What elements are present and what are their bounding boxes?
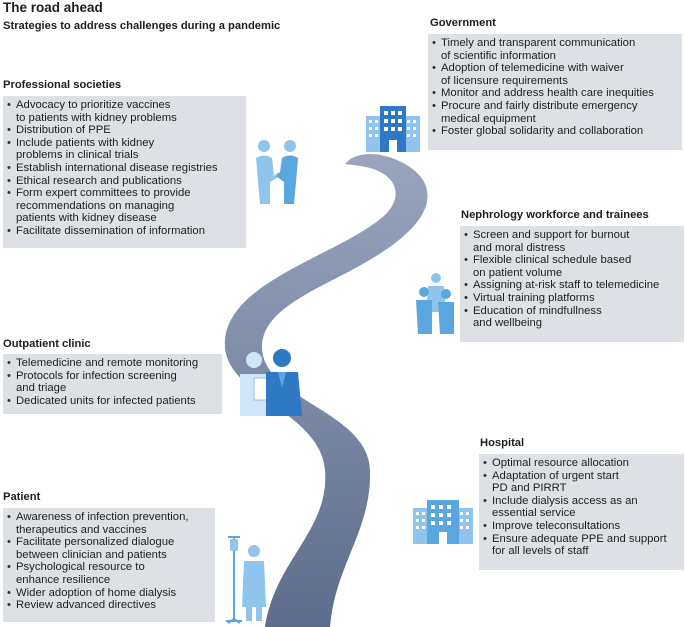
list-item: Adoption of telemedicine with waiver of … <box>431 62 676 87</box>
list-item: Review advanced directives <box>6 599 209 612</box>
clinician-patient-icon <box>240 349 302 416</box>
handshake-icon <box>256 140 298 204</box>
list-item: Form expert committees to provide recomm… <box>6 187 240 225</box>
patient-iv-stand-icon <box>226 536 266 624</box>
list-item: Establish international disease registri… <box>6 162 240 175</box>
list-item: Flexible clinical schedule based on pati… <box>463 254 678 279</box>
list-item: Timely and transparent communication of … <box>431 37 676 62</box>
government-building-icon <box>366 106 420 152</box>
list-item: Dedicated units for infected patients <box>6 395 216 408</box>
nephrology-workforce-box: Screen and support for burnout and moral… <box>460 226 684 342</box>
list-item: Virtual training platforms <box>463 292 678 305</box>
page-title: The road ahead <box>3 0 103 15</box>
hospital-list: Optimal resource allocationAdaptation of… <box>482 457 678 558</box>
list-item: Foster global solidarity and collaborati… <box>431 125 676 138</box>
list-item: Optimal resource allocation <box>482 457 678 470</box>
outpatient-clinic-list: Telemedicine and remote monitoringProtoc… <box>6 357 216 407</box>
outpatient-clinic-heading: Outpatient clinic <box>3 338 91 350</box>
page-subtitle: Strategies to address challenges during … <box>3 20 281 32</box>
government-heading: Government <box>430 17 496 29</box>
professional-societies-heading: Professional societies <box>3 79 122 91</box>
list-item: Awareness of infection prevention, thera… <box>6 511 209 536</box>
staff-group-icon <box>416 273 454 334</box>
list-item: Distribution of PPE <box>6 124 240 137</box>
hospital-heading: Hospital <box>480 437 525 449</box>
professional-societies-box: Advocacy to prioritize vaccines to patie… <box>3 96 246 248</box>
hospital-building-icon <box>413 500 473 544</box>
list-item: Ethical research and publications <box>6 175 240 188</box>
list-item: Ensure adequate PPE and support for all … <box>482 533 678 558</box>
list-item: Psychological resource to enhance resili… <box>6 561 209 586</box>
professional-societies-list: Advocacy to prioritize vaccines to patie… <box>6 99 240 238</box>
patient-heading: Patient <box>3 491 41 503</box>
government-list: Timely and transparent communication of … <box>431 37 676 138</box>
list-item: Advocacy to prioritize vaccines to patie… <box>6 99 240 124</box>
list-item: Facilitate personalized dialogue between… <box>6 536 209 561</box>
hospital-box: Optimal resource allocationAdaptation of… <box>479 454 684 570</box>
government-box: Timely and transparent communication of … <box>428 34 682 150</box>
list-item: Include patients with kidney problems in… <box>6 137 240 162</box>
list-item: Assigning at-risk staff to telemedicine <box>463 279 678 292</box>
list-item: Monitor and address health care inequiti… <box>431 87 676 100</box>
outpatient-clinic-box: Telemedicine and remote monitoringProtoc… <box>3 354 222 414</box>
patient-box: Awareness of infection prevention, thera… <box>3 508 215 622</box>
list-item: Protocols for infection screening and tr… <box>6 370 216 395</box>
list-item: Include dialysis access as an essential … <box>482 495 678 520</box>
list-item: Improve teleconsultations <box>482 520 678 533</box>
patient-list: Awareness of infection prevention, thera… <box>6 511 209 612</box>
nephrology-workforce-heading: Nephrology workforce and trainees <box>461 209 649 221</box>
list-item: Education of mindfullness and wellbeing <box>463 305 678 330</box>
list-item: Facilitate dissemination of information <box>6 225 240 238</box>
list-item: Procure and fairly distribute emergency … <box>431 100 676 125</box>
list-item: Screen and support for burnout and moral… <box>463 229 678 254</box>
nephrology-workforce-list: Screen and support for burnout and moral… <box>463 229 678 330</box>
list-item: Wider adoption of home dialysis <box>6 587 209 600</box>
list-item: Adaptation of urgent start PD and PIRRT <box>482 470 678 495</box>
list-item: Telemedicine and remote monitoring <box>6 357 216 370</box>
